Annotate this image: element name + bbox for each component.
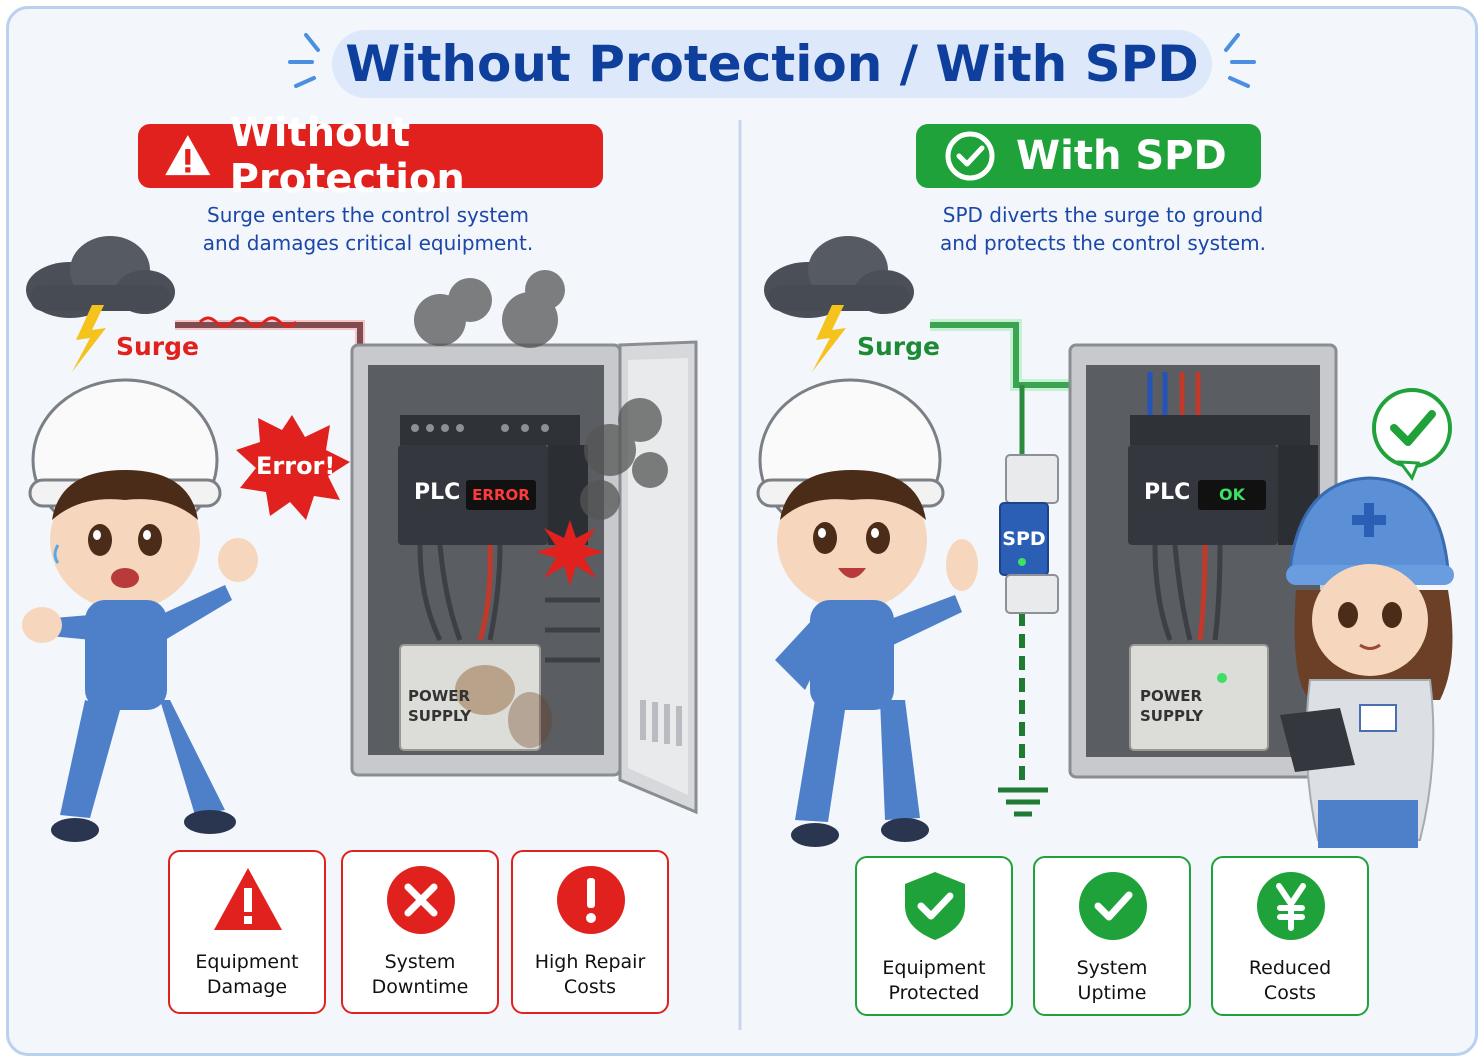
error-burst-label: Error! (256, 452, 336, 480)
spd-label: SPD (1002, 528, 1046, 550)
title-pill (332, 30, 1212, 98)
card-text: System Uptime (1035, 956, 1189, 1006)
system-uptime-card: System Uptime (1033, 856, 1191, 1016)
plc-label-right: PLC (1144, 480, 1191, 505)
card-line: Equipment (195, 951, 299, 973)
power-supply-line: POWER (408, 687, 471, 705)
subtitle-line: and protects the control system. (940, 231, 1266, 255)
card-line: Uptime (1077, 982, 1147, 1004)
power-supply-label-left: POWER SUPPLY (408, 686, 471, 726)
spd-device (999, 454, 1059, 614)
card-line: Damage (206, 976, 288, 998)
surge-label-right: Surge (857, 332, 940, 361)
card-line: Downtime (371, 976, 469, 998)
banner-label: With SPD (1016, 133, 1227, 179)
storm-cloud-left-icon (26, 236, 175, 372)
ground-symbol-icon (998, 787, 1048, 817)
high-repair-costs-card: High Repair Costs (511, 850, 669, 1014)
worried-worker-character (22, 378, 258, 842)
card-text: Equipment Damage (170, 950, 324, 1000)
power-supply-line: SUPPLY (1140, 707, 1204, 725)
shield-check-icon (905, 872, 965, 940)
card-line: Equipment (882, 957, 986, 979)
card-line: System (1076, 957, 1148, 979)
storm-cloud-right-icon (764, 236, 914, 372)
happy-worker-character (756, 378, 978, 847)
power-supply-label-right: POWER SUPPLY (1140, 686, 1203, 726)
banner-label: Without Protection (229, 110, 465, 202)
reduced-costs-card: Reduced Costs (1211, 856, 1369, 1016)
card-text: System Downtime (343, 950, 497, 1000)
check-circle-icon (945, 131, 995, 181)
subtitle-line: and damages critical equipment. (202, 231, 534, 255)
control-cabinet-left (350, 340, 698, 815)
card-line: System (384, 951, 456, 973)
spark-left-icon (536, 520, 604, 586)
card-text: Equipment Protected (857, 956, 1011, 1006)
card-line: High Repair (534, 951, 646, 973)
warning-triangle-icon (165, 135, 211, 176)
control-cabinet-right (1068, 343, 1338, 779)
subtitle-line: Surge enters the control system (207, 203, 529, 227)
card-text: Reduced Costs (1213, 956, 1367, 1006)
subtitle-line: SPD diverts the surge to ground (942, 203, 1264, 227)
card-line: Reduced (1248, 957, 1332, 979)
plc-label-left: PLC (414, 480, 461, 505)
equipment-damage-card: Equipment Damage (168, 850, 326, 1014)
power-supply-line: POWER (1140, 687, 1203, 705)
page-title: Without Protection / With SPD (345, 35, 1199, 93)
plc-display-error: ERROR (472, 486, 530, 504)
with-spd-banner: With SPD (916, 124, 1261, 188)
smoke-left (414, 270, 668, 520)
title-sparkle-right-icon (1224, 33, 1256, 88)
warning-triangle-icon (214, 868, 282, 930)
title-sparkle-left-icon (288, 33, 320, 88)
female-worker-character (1280, 476, 1454, 848)
check-speech-bubble-icon (1372, 388, 1452, 482)
right-subtitle: SPD diverts the surge to ground and prot… (843, 201, 1363, 257)
plc-display-ok: OK (1219, 485, 1245, 504)
x-circle-icon (387, 866, 455, 934)
power-supply-line: SUPPLY (408, 707, 472, 725)
card-line: Costs (563, 976, 617, 998)
system-downtime-card: System Downtime (341, 850, 499, 1014)
exclamation-circle-icon (557, 866, 625, 934)
card-line: Costs (1263, 982, 1317, 1004)
surge-label-left: Surge (116, 332, 199, 361)
check-circle-icon (1079, 872, 1147, 940)
card-line: Protected (888, 982, 980, 1004)
card-text: High Repair Costs (513, 950, 667, 1000)
left-subtitle: Surge enters the control system and dama… (108, 201, 628, 257)
yen-circle-icon (1257, 872, 1325, 940)
error-burst-icon (236, 415, 350, 520)
without-protection-banner: Without Protection (138, 110, 603, 202)
equipment-protected-card: Equipment Protected (855, 856, 1013, 1016)
